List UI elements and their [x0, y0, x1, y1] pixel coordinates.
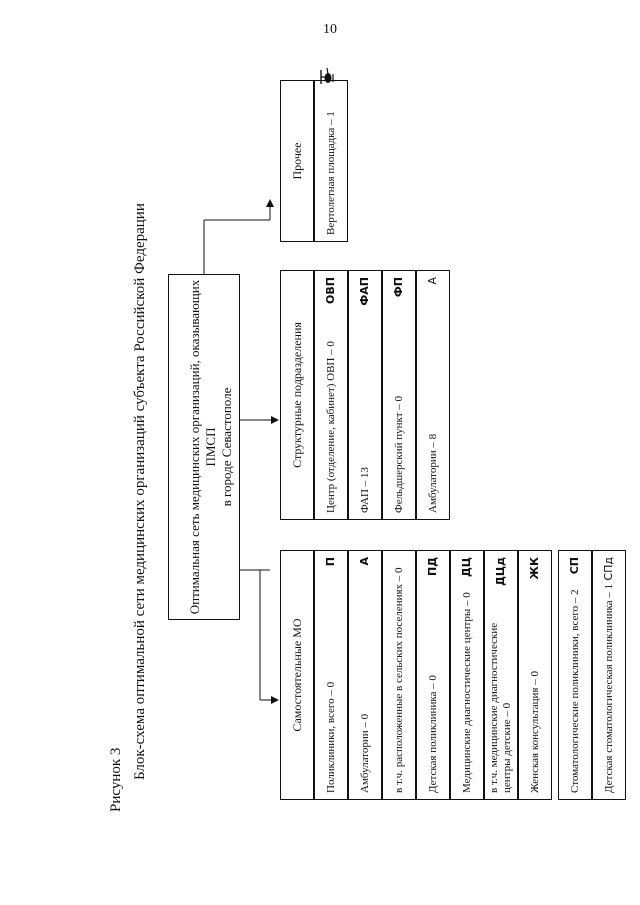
independent-header: Самостоятельные МО — [280, 550, 314, 800]
row-code: ФАП — [358, 277, 371, 306]
row-code: ПД — [426, 557, 439, 577]
structural-header: Структурные подразделения — [280, 270, 314, 520]
connector-lines — [203, 199, 279, 704]
list-item: Поликлиники, всего – 0 П — [314, 550, 348, 800]
row-label: Амбулатории – 0 — [359, 713, 371, 793]
row-label: Поликлиники, всего – 0 — [325, 681, 337, 793]
list-item: в т.ч. расположенные в сельских поселени… — [382, 550, 416, 800]
list-item: Амбулатории – 8 А — [416, 270, 450, 520]
diagram-title: Блок-схема оптимальной сети медицинских … — [132, 203, 148, 780]
list-item: в т.ч. медицинские диагностические центр… — [484, 550, 518, 800]
list-item: Стоматологические поликлиники, всего – 2… — [558, 550, 592, 800]
row-code: СПд — [602, 557, 615, 581]
row-label: Амбулатории – 8 — [427, 433, 439, 513]
other-header: Прочее — [280, 80, 314, 242]
row-code: СП — [568, 557, 581, 575]
row-label: Детская поликлиника – 0 — [427, 675, 439, 793]
top-box-line2: в городе Севастополе — [219, 387, 234, 507]
list-item: Детская поликлиника – 0 ПД — [416, 550, 450, 800]
list-item: Вертолетная площадка – 1 — [314, 67, 348, 242]
list-item: Фельдшерский пункт – 0 ФП — [382, 270, 416, 520]
row-label: Центр (отделение, кабинет) ОВП – 0 — [325, 341, 337, 513]
top-box: Оптимальная сеть медицинских организаций… — [168, 274, 240, 620]
row-label: в т.ч. расположенные в сельских поселени… — [393, 567, 405, 793]
list-item: Медицинские диагностические центры – 0 Д… — [450, 550, 484, 800]
row-label: Медицинские диагностические центры – 0 — [461, 592, 473, 793]
row-code: А — [358, 557, 371, 566]
row-code: П — [324, 557, 337, 567]
row-label: Детская стоматологическая поликлиника – … — [603, 583, 615, 793]
list-item: Женская консультация – 0 ЖК — [518, 550, 552, 800]
top-box-line1: Оптимальная сеть медицинских организаций… — [187, 279, 218, 615]
page-number: 10 — [323, 22, 337, 37]
row-label: Женская консультация – 0 — [529, 671, 541, 793]
list-item: Амбулатории – 0 А — [348, 550, 382, 800]
row-code: ЖК — [528, 557, 541, 580]
row-code: ДЦд — [494, 557, 507, 586]
list-item: Центр (отделение, кабинет) ОВП – 0 ОВП — [314, 270, 348, 520]
list-item: ФАП – 13 ФАП — [348, 270, 382, 520]
row-code: ФП — [392, 277, 405, 298]
row-label: Стоматологические поликлиники, всего – 2 — [569, 589, 581, 793]
row-code: ДЦ — [460, 557, 473, 578]
row-label: в т.ч. медицинские диагностические центр… — [488, 622, 513, 793]
row-label: Вертолетная площадка – 1 — [325, 111, 337, 235]
row-code: ОВП — [324, 277, 337, 304]
list-item: Детская стоматологическая поликлиника – … — [592, 550, 626, 800]
figure-label: Рисунок 3 — [108, 747, 124, 812]
rotated-diagram: Рисунок 3 Блок-схема оптимальной сети ме… — [100, 60, 640, 820]
row-label: ФАП – 13 — [359, 467, 371, 513]
row-code: А — [426, 277, 439, 285]
row-label: Фельдшерский пункт – 0 — [393, 395, 405, 513]
